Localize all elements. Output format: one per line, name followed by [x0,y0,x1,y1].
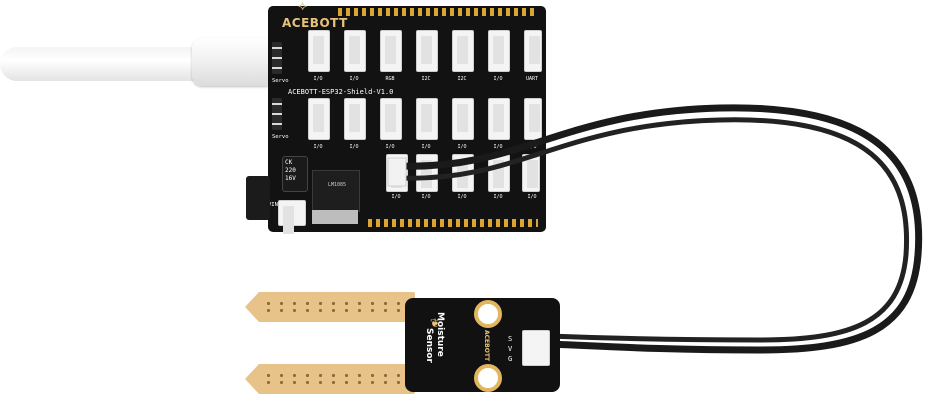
vin-label: VIN [268,202,278,208]
leaf-icon: ❦ [430,316,441,330]
grove-connector [308,98,330,140]
grove-connector [524,30,542,72]
shield-title: ACEBOTT-ESP32-Shield-V1.0 [288,88,394,96]
grove-connector [452,98,474,140]
regulator-label: LM1085 [327,182,347,188]
grove-connector [386,154,408,192]
usb-c-plug [192,38,270,86]
grove-connector [452,154,474,192]
regulator-tab [312,210,358,224]
servo-header-2 [272,98,282,130]
sensor-title: Moisture [435,312,445,357]
connector-label: I2C [457,76,467,82]
connector-label: I/O [493,194,503,200]
mounting-hole [474,364,502,392]
grove-connector [488,30,510,72]
probe-traces [262,372,407,386]
shield-logo: ACEBOTT [282,16,348,30]
sensor-brand: ACEBOTT [483,330,490,362]
grove-connector [416,98,438,140]
connector-label: I/O [391,194,401,200]
grove-connector [524,98,542,140]
capacitor [282,156,308,192]
sensor-connector [522,330,550,366]
connector-label: I/O [457,144,467,150]
grove-connector [344,30,366,72]
grove-connector [488,98,510,140]
grove-connector [380,98,402,140]
connector-label: I/O [349,76,359,82]
connector-label: UART [525,76,539,82]
servo-label-2: Servo [272,134,289,140]
connector-label: RGB [385,76,395,82]
vin-connector [278,200,306,234]
mounting-hole [474,300,502,328]
connector-label: I/O [527,194,537,200]
capacitor-label: CK 220 16V [285,159,296,182]
grove-connector [416,30,438,72]
grove-connector [522,154,540,192]
connector-label: I/O [493,76,503,82]
usb-cable [0,47,215,81]
connector-label: I/O [385,144,395,150]
connector-label: I/O [457,194,467,200]
bottom-pin-header [368,219,538,227]
grove-connector [344,98,366,140]
connector-label: I/O [493,144,503,150]
grove-connector [416,154,438,192]
connector-label: I/O [527,144,537,150]
servo-header-1 [272,42,282,74]
top-pin-header [338,8,538,16]
connector-label: I2C [421,76,431,82]
acebott-logo-icon: ⟡ [298,0,308,14]
voltage-regulator [312,170,360,212]
connector-label: I/O [349,144,359,150]
esp32-shield-board: ⟡ ACEBOTT Servo Servo I/O I/O RGB I2C I2… [268,0,546,234]
connector-label: I/O [313,144,323,150]
grove-connector [308,30,330,72]
sensor-pin-labels: S V G [508,335,513,363]
connector-label: I/O [421,144,431,150]
grove-connector [452,30,474,72]
probe-traces [262,300,407,314]
barrel-jack [246,176,270,220]
grove-connector [488,154,510,192]
connector-label: I/O [313,76,323,82]
servo-label-1: Servo [272,78,289,84]
grove-connector [380,30,402,72]
connector-label: I/O [421,194,431,200]
sensor-subtitle: Sensor [424,328,434,363]
